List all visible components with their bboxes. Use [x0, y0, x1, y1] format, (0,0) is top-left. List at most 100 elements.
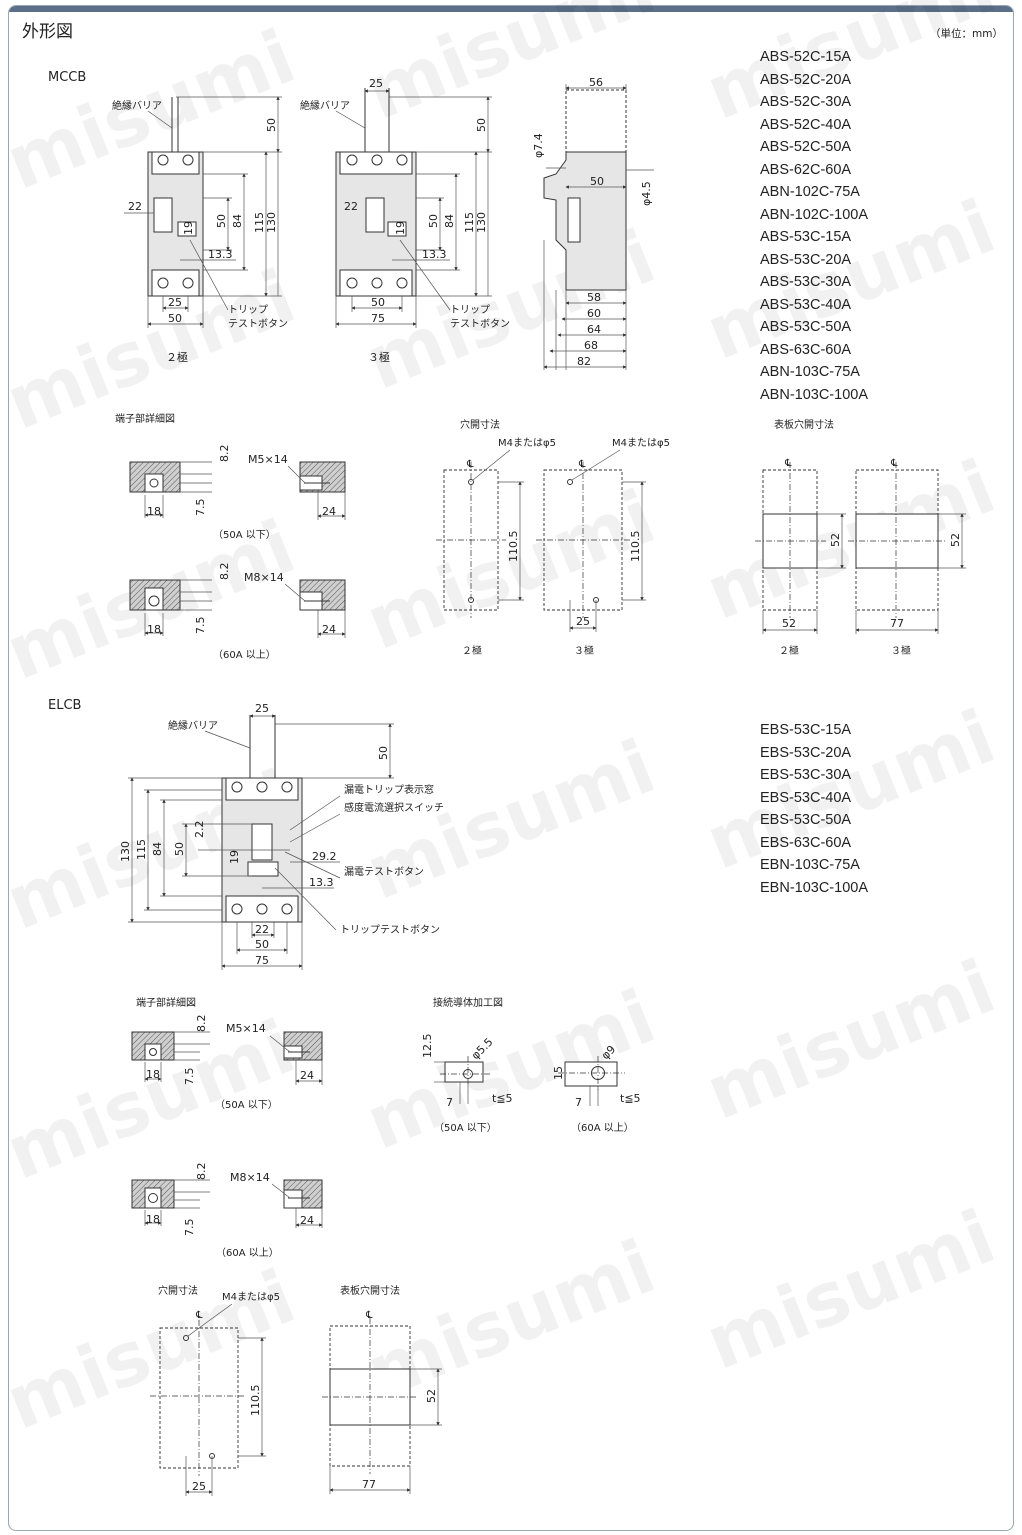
svg-text:t≦5: t≦5 [620, 1092, 641, 1105]
watermark: misumi [355, 724, 667, 917]
model-item: EBS-63C-60A [760, 835, 851, 851]
svg-text:３極: ３極 [891, 644, 911, 657]
svg-text:M4またはφ5: M4またはφ5 [612, 437, 670, 449]
model-item: ABN-102C-75A [760, 184, 860, 200]
svg-text:8.2: 8.2 [195, 1015, 208, 1033]
svg-text:25: 25 [168, 296, 182, 309]
model-item: EBN-103C-100A [760, 880, 868, 896]
model-item: EBS-53C-20A [760, 745, 851, 761]
svg-text:50: 50 [265, 118, 278, 132]
watermark: misumi [355, 0, 667, 137]
svg-text:84: 84 [151, 842, 164, 856]
model-item: EBS-53C-40A [760, 790, 851, 806]
svg-text:24: 24 [300, 1069, 314, 1082]
elcb-panel-cutout: 表板穴開寸法 ℄ 52 77 [322, 1284, 442, 1494]
svg-text:19: 19 [182, 221, 195, 235]
svg-text:7.5: 7.5 [194, 617, 207, 635]
svg-text:25: 25 [192, 1480, 206, 1493]
svg-text:℄: ℄ [784, 458, 792, 469]
model-item: ABS-52C-15A [760, 49, 851, 65]
svg-text:115: 115 [253, 212, 266, 233]
svg-text:52: 52 [949, 533, 962, 547]
svg-text:50: 50 [168, 312, 182, 325]
model-item: ABS-53C-20A [760, 252, 851, 268]
model-item: ABS-62C-60A [760, 162, 851, 178]
svg-text:8.2: 8.2 [218, 445, 231, 463]
elcb-label: ELCB [48, 698, 81, 713]
model-item: ABS-53C-40A [760, 297, 851, 313]
model-item: ABN-103C-75A [760, 364, 860, 380]
watermark: misumi [355, 474, 667, 667]
svg-text:M4またはφ5: M4またはφ5 [498, 437, 556, 449]
svg-text:7.5: 7.5 [183, 1219, 196, 1237]
svg-text:℄: ℄ [195, 1310, 203, 1321]
model-item: EBN-103C-75A [760, 857, 860, 873]
svg-text:M8×14: M8×14 [244, 571, 284, 584]
svg-text:115: 115 [135, 839, 148, 860]
header-bar [9, 6, 1013, 12]
svg-text:115: 115 [463, 212, 476, 233]
mccb-3pole-front-view: 25 絶縁バリア 50 115 130 84 50 22 19 13.3 50 … [300, 77, 510, 364]
mccb-terminal-detail: 端子部詳細図 8.2 18 7.5 M5×14 24 （50A 以下） 8.2 … [115, 412, 346, 661]
svg-text:2.2: 2.2 [193, 821, 206, 839]
watermark: misumi [0, 1254, 306, 1447]
svg-text:50: 50 [427, 214, 440, 228]
mccb-model-list: ABS-52C-15A ABS-52C-20A ABS-52C-30A ABS-… [760, 49, 868, 403]
svg-text:7: 7 [446, 1096, 453, 1109]
svg-text:58: 58 [587, 291, 601, 304]
svg-text:（60A 以上）: （60A 以上） [213, 649, 276, 661]
model-item: EBS-53C-50A [760, 812, 851, 828]
svg-text:110.5: 110.5 [249, 1385, 262, 1417]
svg-text:接続導体加工図: 接続導体加工図 [433, 996, 503, 1009]
svg-text:22: 22 [128, 200, 142, 213]
svg-text:M8×14: M8×14 [230, 1171, 270, 1184]
svg-text:℄: ℄ [365, 1310, 373, 1321]
svg-text:℄: ℄ [890, 458, 898, 469]
watermark: misumi [695, 1194, 1007, 1387]
svg-text:110.5: 110.5 [507, 531, 520, 563]
svg-text:52: 52 [425, 1389, 438, 1403]
svg-text:60: 60 [587, 307, 601, 320]
svg-text:２極: ２極 [166, 350, 188, 364]
svg-text:64: 64 [587, 323, 601, 336]
svg-text:テストボタン: テストボタン [450, 318, 510, 330]
model-item: ABS-53C-50A [760, 319, 851, 335]
svg-text:表板穴開寸法: 表板穴開寸法 [340, 1284, 400, 1297]
svg-text:M5×14: M5×14 [226, 1022, 266, 1035]
svg-text:50: 50 [173, 842, 186, 856]
svg-text:18: 18 [147, 623, 161, 636]
svg-text:３極: ３極 [368, 350, 390, 364]
svg-text:２極: ２極 [462, 644, 482, 657]
elcb-hole-dimensions: 穴開寸法 M4またはφ5 ℄ 110.5 25 [150, 1284, 280, 1496]
svg-text:50: 50 [255, 938, 269, 951]
svg-text:穴開寸法: 穴開寸法 [158, 1284, 198, 1297]
svg-text:18: 18 [147, 505, 161, 518]
watermark: misumi [695, 944, 1007, 1137]
drawing-frame [8, 5, 1014, 1531]
svg-text:（60A 以上）: （60A 以上） [216, 1247, 279, 1259]
mccb-side-view: 56 φ7.4 50 φ4.5 58 60 64 68 82 [532, 76, 654, 370]
svg-text:13.3: 13.3 [422, 248, 447, 261]
svg-text:絶縁バリア: 絶縁バリア [300, 99, 350, 112]
svg-text:84: 84 [443, 214, 456, 228]
svg-text:7: 7 [575, 1096, 582, 1109]
mccb-hole-dimensions: 穴開寸法 M4またはφ5 M4またはφ5 ℄ 110.5 ２極 ℄ 110.5 … [436, 418, 670, 657]
svg-text:25: 25 [369, 77, 383, 90]
elcb-terminal-detail: 端子部詳細図 8.2 18 7.5 M5×14 24 （50A 以下） 8.2 … [131, 996, 323, 1259]
svg-text:50: 50 [590, 175, 604, 188]
svg-text:（50A 以下）: （50A 以下） [213, 529, 276, 541]
svg-text:8.2: 8.2 [195, 1163, 208, 1181]
svg-text:24: 24 [322, 623, 336, 636]
elcb-front-view: 25 絶縁バリア 50 130 115 84 50 2.2 19 29.2 13… [119, 702, 444, 970]
watermark: misumi [355, 974, 667, 1167]
svg-text:℄: ℄ [466, 459, 474, 470]
svg-text:8.2: 8.2 [218, 563, 231, 581]
svg-text:13.3: 13.3 [208, 248, 233, 261]
svg-text:２極: ２極 [779, 644, 799, 657]
svg-text:18: 18 [146, 1068, 160, 1081]
model-item: EBS-53C-15A [760, 722, 851, 738]
svg-text:50: 50 [377, 746, 390, 760]
svg-text:50: 50 [475, 118, 488, 132]
svg-text:77: 77 [890, 617, 904, 630]
